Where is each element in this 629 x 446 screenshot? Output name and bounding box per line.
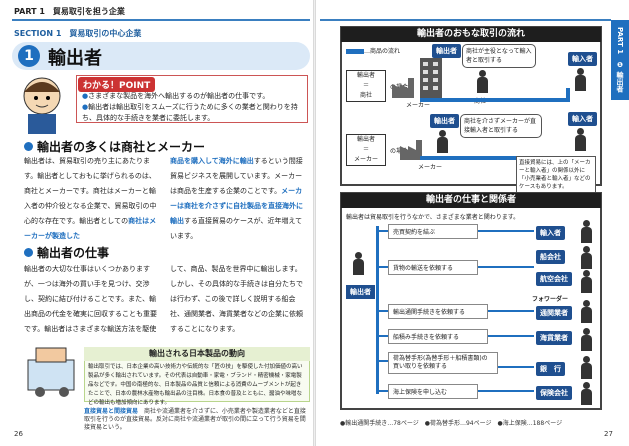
building-icon xyxy=(418,58,444,98)
exporter-tag: 輸出者 xyxy=(432,44,461,58)
connector-line xyxy=(498,366,534,368)
task-item: 船積み手続きを依頼する xyxy=(388,329,488,344)
paragraph-b-right: して、商品、製品を世界中に輸出します。しかし、その具体的な手続きは自分たちでは行… xyxy=(170,265,303,333)
point-item: ●輸出者は輸出取引をスムーズに行うために多くの業者と関わりを持ち、具体的な手続き… xyxy=(82,103,298,122)
header-rule xyxy=(12,19,310,21)
connector-line xyxy=(376,390,388,392)
connector-line xyxy=(478,390,534,392)
task-item: 輸出通関手続きを依頼する xyxy=(388,304,488,319)
connector-line xyxy=(376,310,388,312)
person-icon xyxy=(580,246,592,270)
note-box: 直接貿易には、上の「メーカーと輸入者」の関係以外に「小売業者と輸入者」などのケー… xyxy=(516,156,596,194)
flow-panel-title: 輸出者のおもな取引の流れ xyxy=(341,27,601,42)
person-icon xyxy=(580,382,592,406)
chapter-tab: PART 1 ❶ 輸出者 xyxy=(611,20,629,100)
part-header: PART 1 貿易取引を担う企業 xyxy=(14,7,125,16)
header-rule xyxy=(320,19,611,21)
connector-line xyxy=(376,360,388,362)
task-item: 荷為替手形(為替手形＋船積書類)の買い取りを依頼する xyxy=(388,352,498,374)
factory-icon xyxy=(392,74,416,98)
person-icon xyxy=(580,220,592,244)
maker-label: メーカー xyxy=(418,164,443,171)
connector-line xyxy=(376,230,388,232)
paragraph-a-right: 商品を購入して海外に輸出するという間接貿易ビジネスを展開しています。メーカーは商… xyxy=(170,157,303,240)
section-label: SECTION 1 貿易取引の中心企業 xyxy=(14,29,142,38)
factory-icon xyxy=(400,136,424,160)
importer-tag: 輸入者 xyxy=(568,112,597,126)
task-item: 海上保険を申し込む xyxy=(388,384,478,399)
party-bank: 銀 行 xyxy=(536,362,565,376)
point-label: わかる！POINT xyxy=(78,77,156,92)
speech-bubble: 商社を介さずメーカーが直接輸入者と取引する xyxy=(460,114,542,138)
party-importer: 輸入者 xyxy=(536,226,565,240)
party-freight-forwarder: 海貨業者 xyxy=(536,331,572,345)
case-suffix: の場合 xyxy=(390,148,409,155)
connector-line xyxy=(376,266,388,268)
cross-reference: ●輸出通関手続き…78ページ ●荷為替手形…94ページ ●海上保険…188ページ xyxy=(340,420,563,427)
person-icon xyxy=(580,270,592,294)
column-body: 輸出取引では、日本企業の高い技術力や伝統的な「匠の技」を駆使した付加価値の高い製… xyxy=(88,364,303,406)
person-icon xyxy=(580,356,592,380)
page-number: 27 xyxy=(604,430,613,438)
party-shipping-company: 船会社 xyxy=(536,250,565,264)
exporter-person-icon xyxy=(436,130,448,154)
flow-arrow xyxy=(420,156,570,160)
paragraph-a-left: 輸出者は、貿易取引の売り主にあたります。輸出者としておもに挙げられるのは、商社と… xyxy=(24,157,157,240)
heading-a: 輸出者の多くは商社とメーカー xyxy=(24,138,205,155)
exporter-person-icon xyxy=(476,70,488,94)
paragraph-b-left: 輸出者の大切な仕事はいくつかありますが、一つは海外の買い手を見つけ、交渉し、契約… xyxy=(24,265,157,333)
task-item: 貨物の輸送を依頼する xyxy=(388,260,478,275)
connector-line xyxy=(488,335,534,337)
parties-intro: 輸出者は貿易取引を行うなかで、さまざまな業者と関わります。 xyxy=(346,214,520,221)
importer-tag: 輸入者 xyxy=(568,52,597,66)
importer-person-icon xyxy=(574,68,586,92)
maker-label: メーカー xyxy=(406,102,431,109)
person-icon xyxy=(580,328,592,352)
importer-person-icon xyxy=(574,128,586,152)
mascot-icon xyxy=(14,74,70,134)
connector-line xyxy=(488,310,534,312)
title-banner xyxy=(12,42,310,70)
connector-line xyxy=(376,335,388,337)
speech-bubble: 商社が主役となって輸入者と取引する xyxy=(462,44,536,68)
exporter-tag: 輸出者 xyxy=(430,114,459,128)
connector-line xyxy=(478,230,534,232)
task-item: 売買契約を結ぶ xyxy=(388,224,478,239)
party-airline: 航空会社 xyxy=(536,272,572,286)
forwarder-label: フォワーダー xyxy=(532,296,569,303)
page-number: 26 xyxy=(14,430,23,438)
connector-line xyxy=(478,266,534,268)
case-box: 輸出者＝メーカー xyxy=(346,134,386,166)
legend: …商品の流れ xyxy=(346,46,400,55)
person-icon xyxy=(580,300,592,324)
spine xyxy=(313,0,316,446)
center-exporter: 輸出者 xyxy=(346,285,375,299)
exporter-person-icon xyxy=(352,252,364,276)
party-insurance: 保険会社 xyxy=(536,386,572,400)
footnote: 直接貿易と間接貿易 商社や流通業者を介さずに、小売業者や製造業者などと直接取引を… xyxy=(84,408,306,431)
point-item: ●さまざまな製品を海外へ輸出するのが輸出者の仕事です。 xyxy=(82,92,270,100)
illustration-icon xyxy=(22,340,80,398)
column-title: 輸出される日本製品の動向 xyxy=(84,347,310,361)
case-box: 輸出者＝商社 xyxy=(346,70,386,102)
parties-panel-title: 輸出者の仕事と関係者 xyxy=(341,193,601,208)
section-number: 1 xyxy=(18,45,40,67)
party-customs-broker: 通関業者 xyxy=(536,306,572,320)
flow-arrow xyxy=(566,88,570,102)
page-title: 輸出者 xyxy=(48,48,102,69)
flow-arrow xyxy=(420,98,570,102)
heading-b: 輸出者の仕事 xyxy=(24,244,109,261)
case-suffix: の場合 xyxy=(390,84,409,91)
